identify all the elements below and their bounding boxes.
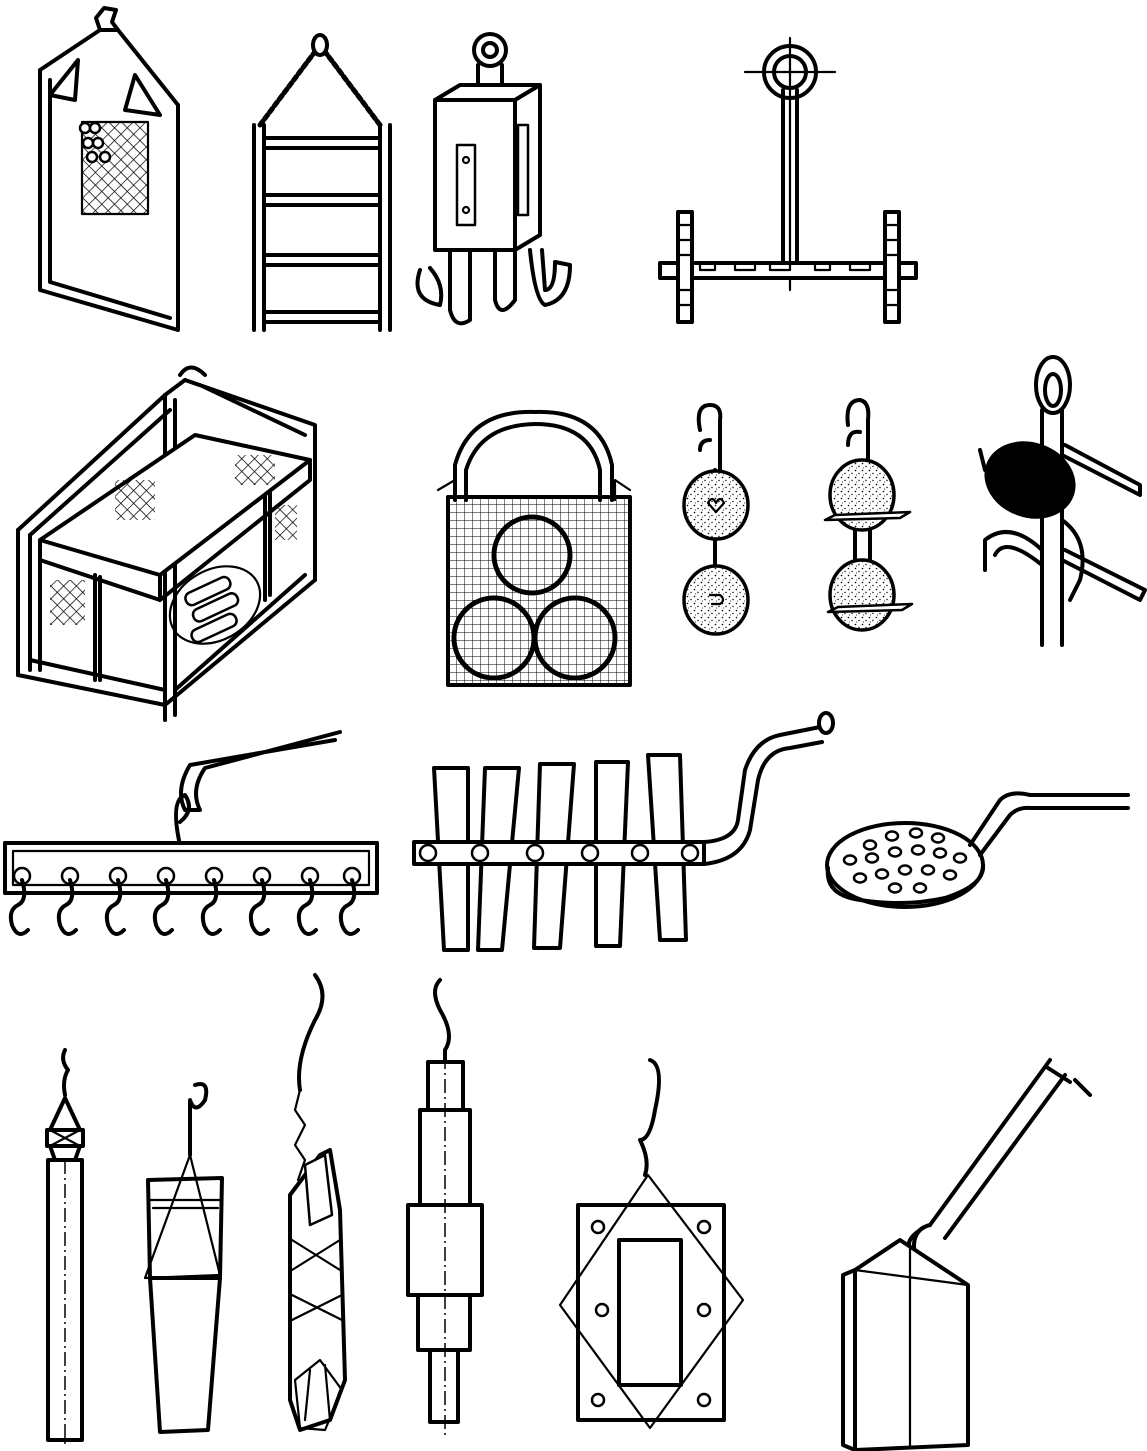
chain-ladder-rack [252,33,392,332]
block-with-double-hooks [415,32,572,326]
crank-spindle-with-blades [412,711,835,952]
basket-rack-with-pipes [16,365,317,722]
clamp-with-two-discs [823,398,914,632]
hook-with-two-discs [682,403,750,636]
wire-wrapped-bent-strip [288,973,347,1432]
wire-wrapped-plate [558,1058,745,1430]
wire-wrapped-tapered-block [143,1082,224,1434]
perforated-spoon-ladle [825,791,1130,909]
hooked-block-on-rod [841,1058,1092,1451]
branched-hanger-with-part [978,355,1147,647]
wire-hung-stepped-shaft [406,978,484,1435]
mesh-bag-with-rings [436,409,632,687]
s-hook-bar [3,730,379,936]
hanger-frame-with-mesh [38,6,180,332]
wire-wrapped-rod [45,1048,85,1445]
ring-hook-crossbar [658,36,918,324]
